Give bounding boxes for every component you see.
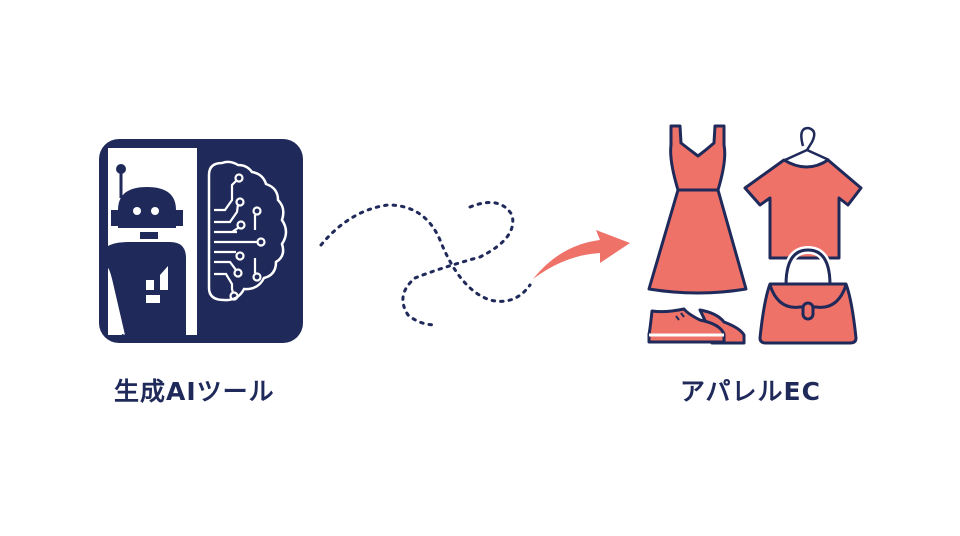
robot-brain-icon (99, 139, 303, 343)
dress-icon (647, 124, 748, 295)
right-node-label: アパレルEC (680, 377, 821, 406)
left-node-label: 生成AIツール (114, 377, 275, 406)
tshirt-hanger-icon (743, 126, 863, 260)
shoes-icon (647, 307, 746, 345)
handbag-icon (758, 246, 858, 345)
curved-arrow-icon (533, 230, 630, 279)
dotted-loop-path (319, 201, 532, 327)
